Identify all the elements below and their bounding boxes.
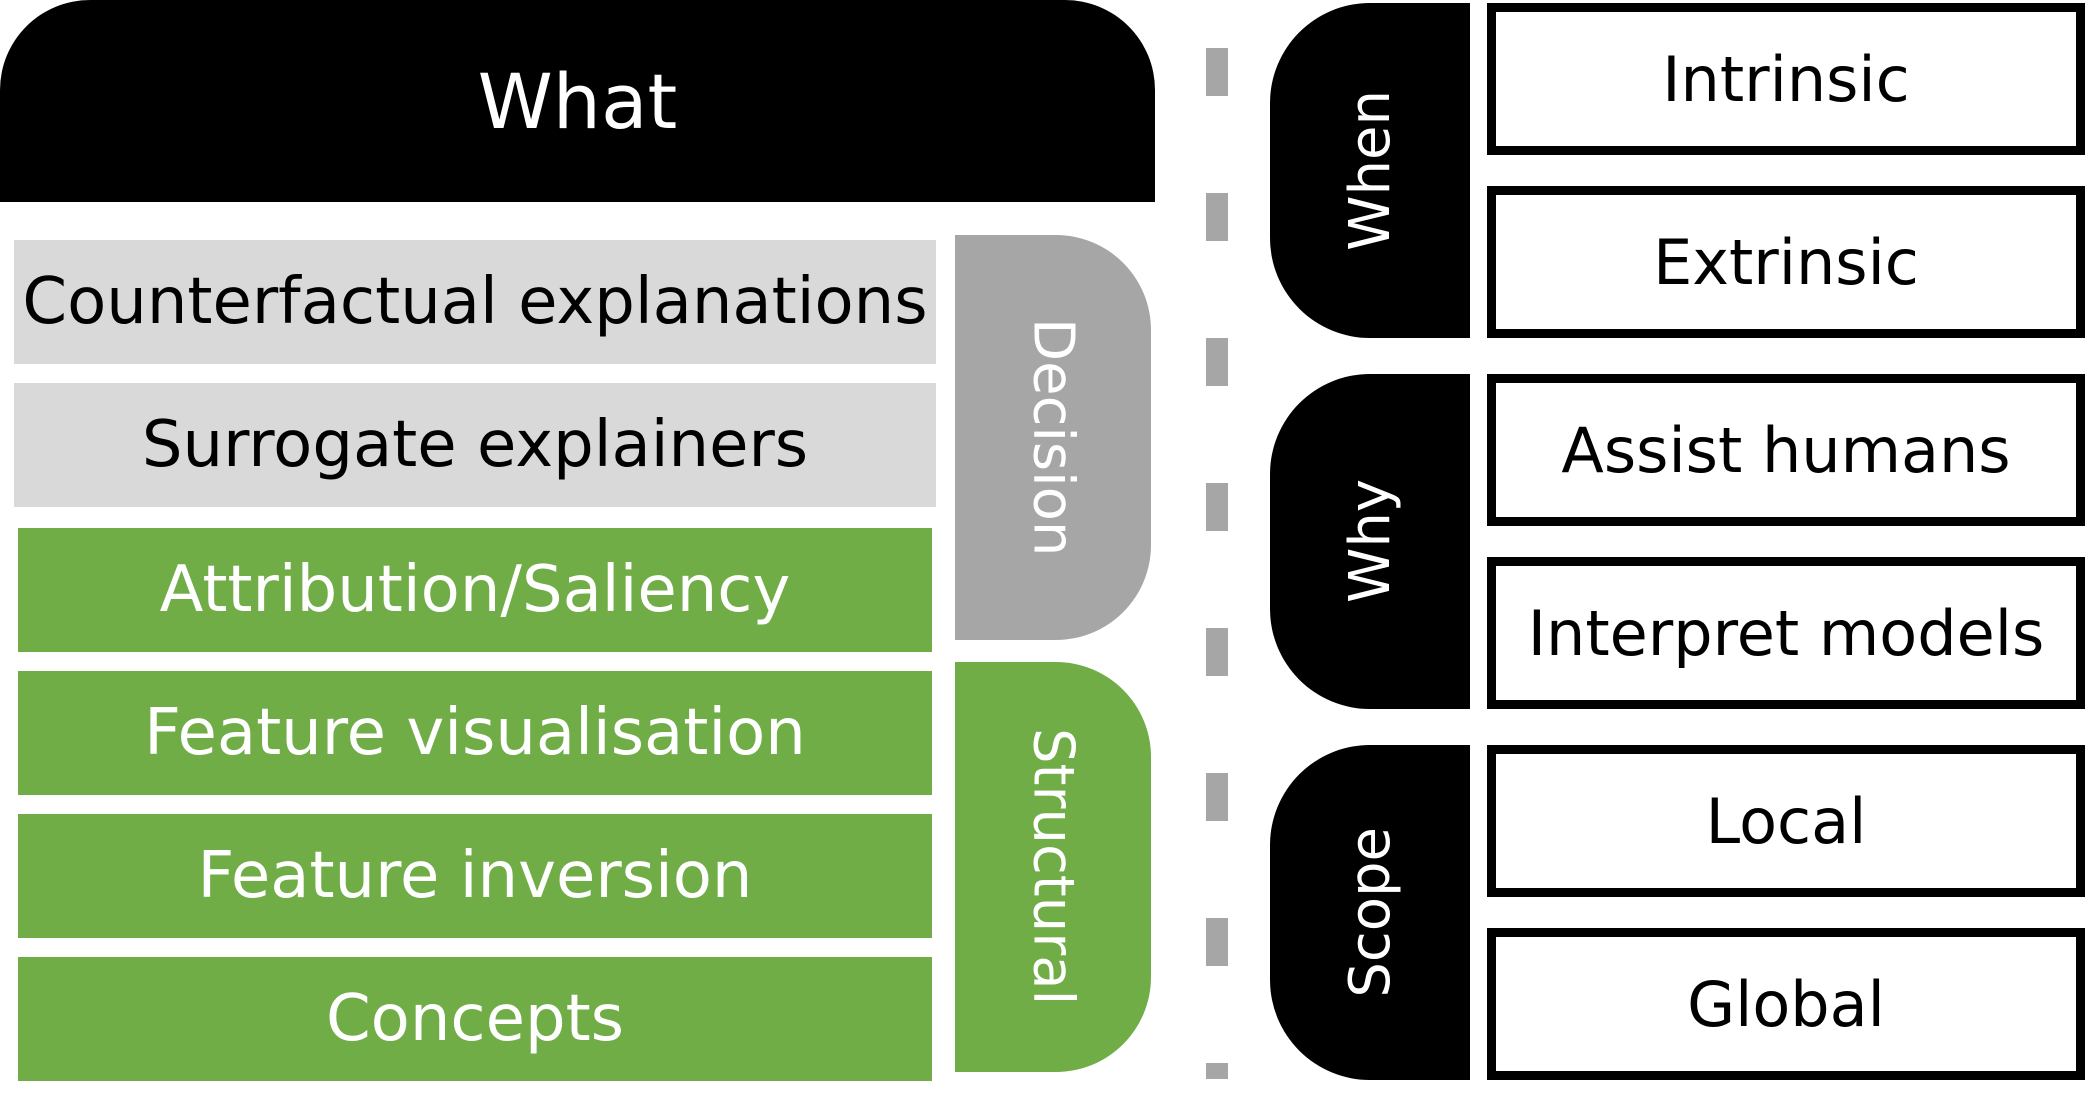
method-attribution-saliency: Attribution/Saliency	[18, 528, 932, 652]
divider-dash	[1206, 483, 1228, 531]
option-label-extrinsic: Extrinsic	[1496, 195, 2076, 329]
method-feature-inversion: Feature inversion	[18, 814, 932, 938]
method-feature-visualisation: Feature visualisation	[18, 671, 932, 795]
divider-dash	[1206, 918, 1228, 966]
option-box-interpret-models: Interpret models	[1487, 557, 2085, 709]
option-box-assist-humans: Assist humans	[1487, 374, 2085, 526]
option-box-local: Local	[1487, 745, 2085, 897]
method-concepts: Concepts	[18, 957, 932, 1081]
option-label-interpret-models: Interpret models	[1496, 566, 2076, 700]
option-label-local: Local	[1496, 754, 2076, 888]
divider-dash	[1206, 193, 1228, 241]
what-title: What	[477, 56, 678, 146]
option-box-extrinsic: Extrinsic	[1487, 186, 2085, 338]
dimension-label-scope: Scope	[1337, 827, 1403, 998]
dimension-tab-scope: Scope	[1270, 745, 1470, 1080]
dimension-tab-why: Why	[1270, 374, 1470, 709]
method-label: Feature inversion	[197, 839, 753, 913]
option-label-intrinsic: Intrinsic	[1496, 12, 2076, 146]
dimension-label-when: When	[1337, 90, 1403, 251]
method-label: Counterfactual explanations	[22, 265, 928, 339]
option-box-intrinsic: Intrinsic	[1487, 3, 2085, 155]
method-surrogate-explainers: Surrogate explainers	[14, 383, 936, 507]
category-tab-decision: Decision	[955, 235, 1151, 640]
option-box-global: Global	[1487, 928, 2085, 1080]
divider-dash	[1206, 773, 1228, 821]
divider-dash	[1206, 1063, 1228, 1079]
divider-dash	[1206, 338, 1228, 386]
dimension-tab-when: When	[1270, 3, 1470, 338]
what-header: What	[0, 0, 1155, 202]
method-label: Concepts	[325, 982, 625, 1056]
method-label: Feature visualisation	[144, 696, 806, 770]
option-label-assist-humans: Assist humans	[1496, 383, 2076, 517]
divider-dash	[1206, 48, 1228, 96]
divider-dash	[1206, 628, 1228, 676]
method-label: Attribution/Saliency	[159, 553, 791, 627]
category-tab-structural: Structural	[955, 662, 1151, 1072]
dimension-label-why: Why	[1337, 479, 1403, 604]
method-label: Surrogate explainers	[141, 408, 809, 482]
option-label-global: Global	[1496, 937, 2076, 1071]
category-label-structural: Structural	[1020, 728, 1086, 1006]
category-label-decision: Decision	[1020, 318, 1086, 557]
method-counterfactual-explanations: Counterfactual explanations	[14, 240, 936, 364]
